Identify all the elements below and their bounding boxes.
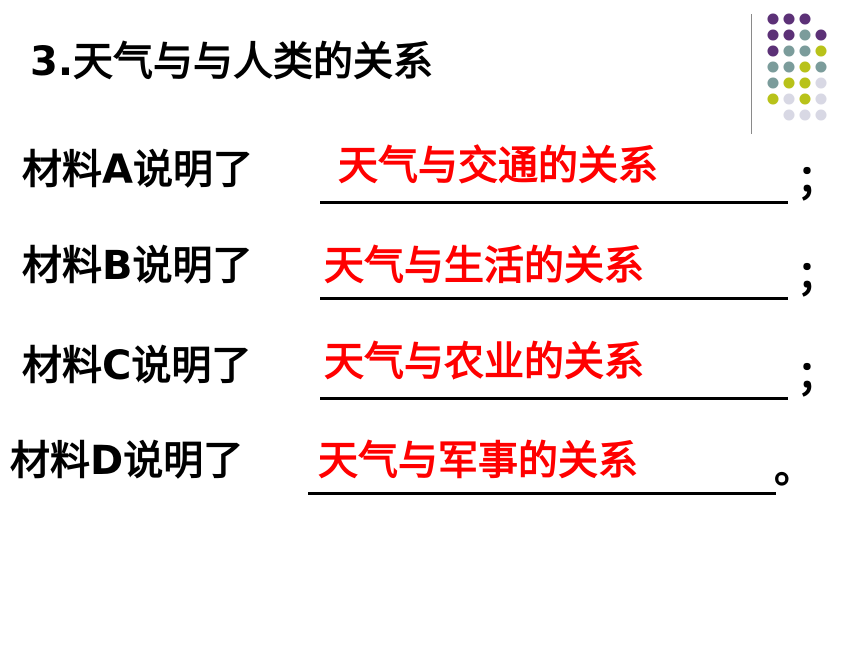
answer-text-c: 天气与农业的关系: [324, 339, 644, 385]
slide-title: 3.天气与与人类的关系: [30, 39, 434, 85]
decorative-dot: [783, 93, 795, 105]
fill-in-row-c: 材料C说明了 天气与农业的关系 ；: [22, 342, 842, 406]
decorative-dot: [783, 109, 795, 121]
answer-text-b: 天气与生活的关系: [324, 243, 644, 289]
decorative-dot: [767, 61, 779, 73]
decorative-dot: [783, 61, 795, 73]
row-end-punctuation-a: ；: [797, 157, 837, 203]
decorative-divider-line: [751, 14, 752, 134]
decorative-dot: [815, 45, 827, 57]
decorative-dot: [783, 77, 795, 89]
answer-blank-b: [320, 297, 788, 300]
decorative-dot: [767, 13, 779, 25]
decorative-dot: [815, 29, 827, 41]
row-end-punctuation-b: ；: [797, 253, 837, 299]
material-a-label: 材料A说明了: [22, 147, 253, 193]
decorative-dot: [815, 109, 827, 121]
decorative-dot: [799, 61, 811, 73]
decorative-dot: [815, 77, 827, 89]
answer-blank-d: [308, 492, 776, 495]
fill-in-row-d: 材料D说明了 天气与军事的关系 。: [10, 441, 840, 501]
answer-text-d: 天气与军事的关系: [318, 438, 638, 484]
fill-in-row-a: 材料A说明了 天气与交通的关系 ；: [22, 146, 842, 210]
row-end-punctuation-d: 。: [774, 446, 814, 492]
decorative-dot: [767, 45, 779, 57]
answer-blank-c: [320, 397, 788, 400]
answer-blank-a: [320, 201, 788, 204]
decorative-dot: [799, 109, 811, 121]
decorative-dot: [783, 29, 795, 41]
decorative-dot: [767, 29, 779, 41]
decorative-dot: [799, 45, 811, 57]
material-d-label: 材料D说明了: [10, 438, 244, 484]
material-c-label: 材料C说明了: [22, 343, 252, 389]
decorative-dot: [783, 13, 795, 25]
material-b-label: 材料B说明了: [22, 243, 253, 289]
decorative-dot: [815, 61, 827, 73]
decorative-dot: [799, 93, 811, 105]
decorative-dot: [799, 13, 811, 25]
fill-in-row-b: 材料B说明了 天气与生活的关系 ；: [22, 246, 842, 306]
decorative-dot: [799, 29, 811, 41]
decorative-dot: [783, 45, 795, 57]
decorative-dot: [799, 77, 811, 89]
decorative-dot: [767, 77, 779, 89]
decorative-dot: [767, 93, 779, 105]
decorative-dot: [815, 93, 827, 105]
row-end-punctuation-c: ；: [797, 353, 837, 399]
answer-text-a: 天气与交通的关系: [338, 143, 658, 189]
